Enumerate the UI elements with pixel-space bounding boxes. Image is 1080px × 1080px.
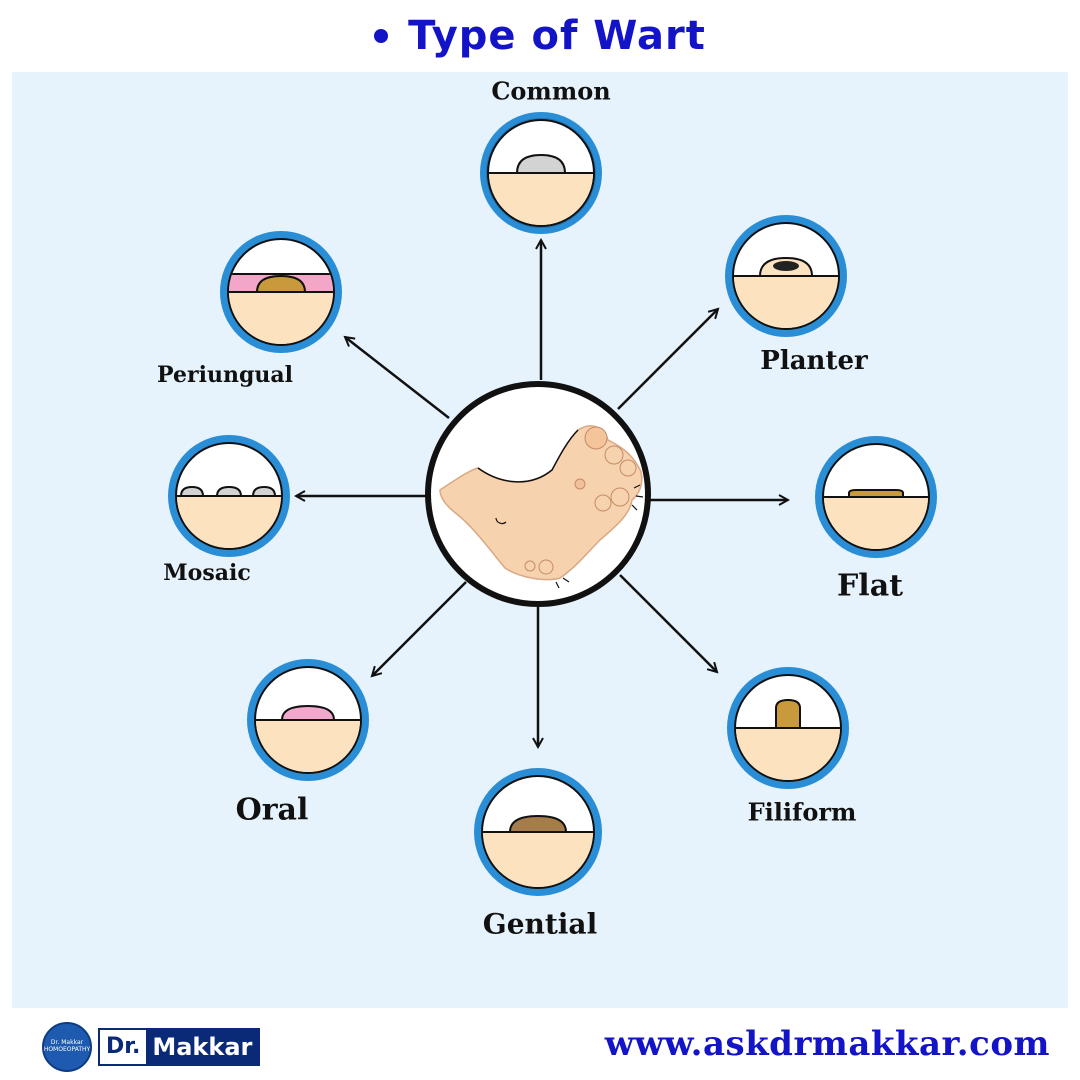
label-common: Common: [491, 76, 611, 106]
label-flat: Flat: [837, 568, 903, 604]
label-periungual: Periungual: [157, 362, 293, 388]
wart-common: [480, 112, 602, 234]
logo-dr-text: Dr.: [100, 1030, 147, 1064]
wart-filiform: [727, 667, 849, 789]
brand-logo: Dr. Makkar HOMOEOPATHY Dr. Makkar: [42, 1022, 261, 1072]
logo-wordmark: Dr. Makkar: [98, 1028, 261, 1066]
label-filiform: Filiform: [747, 797, 857, 827]
wart-gential: [474, 768, 602, 896]
wart-planter: [725, 215, 847, 337]
foot-icon: [439, 425, 644, 589]
label-oral: Oral: [235, 792, 309, 828]
logo-emblem-icon: Dr. Makkar HOMOEOPATHY: [42, 1022, 92, 1072]
logo-emblem-text: Dr. Makkar: [50, 1039, 84, 1047]
arrow-oral: [372, 581, 467, 676]
arrow-periungual: [345, 337, 450, 419]
label-planter: Planter: [760, 346, 868, 376]
page-title: Type of Wart: [0, 8, 1080, 64]
logo-name-text: Makkar: [152, 1033, 253, 1061]
wart-periungual: [220, 231, 342, 353]
label-gential: Gential: [482, 907, 598, 941]
title-text: Type of Wart: [408, 13, 706, 59]
logo-emblem-subtext: HOMOEOPATHY: [43, 1046, 91, 1053]
wart-flat: [815, 436, 937, 558]
wart-mosaic: [168, 435, 290, 557]
arrows: [296, 240, 788, 747]
arrow-filiform: [619, 574, 717, 672]
label-mosaic: Mosaic: [163, 560, 251, 586]
arrow-planter: [617, 309, 718, 410]
website-url: www.askdrmakkar.com: [604, 1024, 1050, 1064]
center-foot-circle: [425, 381, 651, 607]
bullet-icon: [374, 29, 389, 43]
wart-oral: [247, 659, 369, 781]
